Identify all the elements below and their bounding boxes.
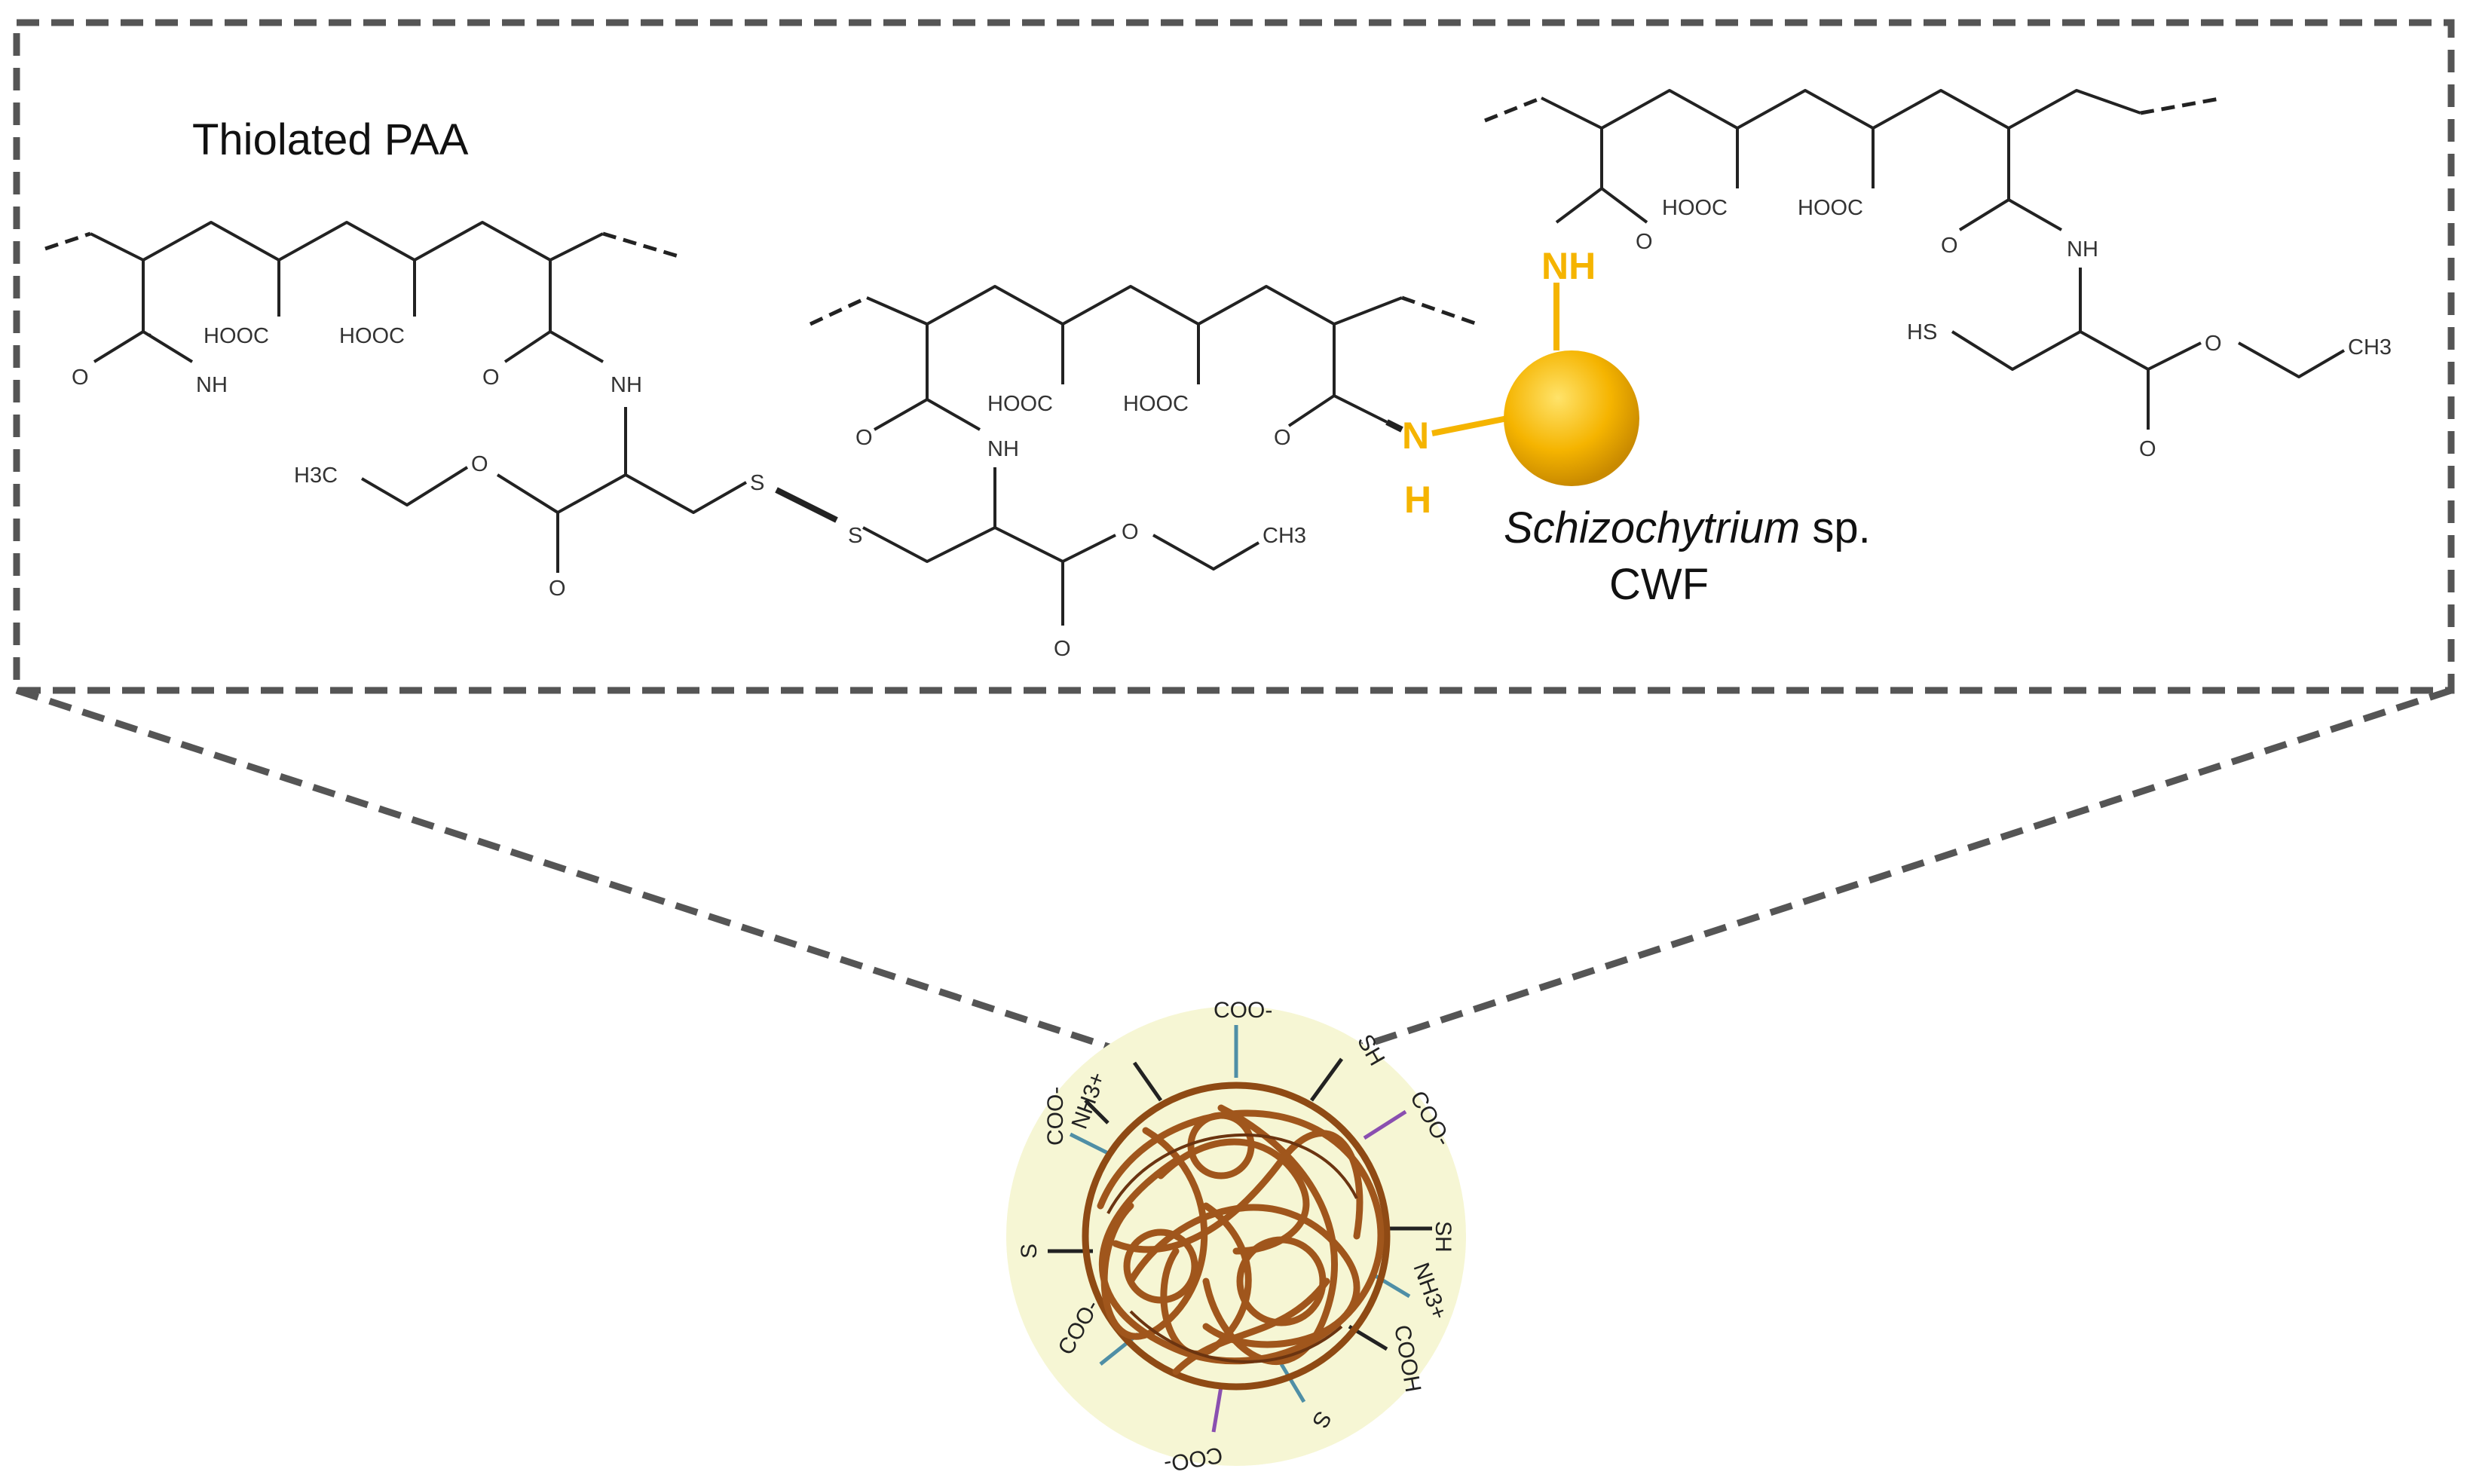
atom-hooc: HOOC xyxy=(339,324,405,348)
atom-o: O xyxy=(855,426,873,450)
atom-o: O xyxy=(72,366,89,390)
zoom-box xyxy=(13,19,2455,1055)
surface-s-left: S xyxy=(1017,1244,1042,1259)
atom-o: O xyxy=(1122,520,1139,544)
atom-o: O xyxy=(1941,234,1958,258)
structure-middle: O NH HOOC HOOC O S O O CH3 xyxy=(809,285,1478,661)
atom-nh: NH xyxy=(611,373,642,397)
zoom-line-right xyxy=(1344,687,2453,1055)
atom-nh: NH xyxy=(196,373,228,397)
atom-h3c: H3C xyxy=(294,464,338,488)
atom-hooc: HOOC xyxy=(1798,196,1863,220)
atom-hs: HS xyxy=(1907,320,1937,344)
atom-o: O xyxy=(1274,426,1291,450)
particle-label: Schizochytrium sp. xyxy=(1504,503,1871,552)
atom-h-yellow: H xyxy=(1404,479,1431,521)
atom-hooc: HOOC xyxy=(1123,392,1189,416)
atom-hooc: HOOC xyxy=(204,324,269,348)
atom-s: S xyxy=(848,524,862,548)
atom-nh-yellow: NH xyxy=(1541,245,1596,287)
atom-o: O xyxy=(2205,332,2222,356)
atom-ch3: CH3 xyxy=(1263,524,1306,548)
fiber-ball xyxy=(1082,1082,1391,1391)
atom-s: S xyxy=(750,471,764,495)
diagram-title: Thiolated PAA xyxy=(192,115,469,164)
particle-label-line2: CWF xyxy=(1609,560,1709,609)
cwf-particle xyxy=(1504,350,1639,486)
nanoparticle: COO- SH COO- NH3+ COO- S SH NH3+ COOH CO… xyxy=(1006,998,1466,1476)
atom-hooc: HOOC xyxy=(1662,196,1728,220)
atom-o: O xyxy=(471,452,488,476)
atom-ch3: CH3 xyxy=(2348,335,2392,360)
surface-coo-left: COO- xyxy=(1043,1087,1068,1146)
zoom-line-left xyxy=(15,687,1125,1055)
atom-hooc: HOOC xyxy=(987,392,1053,416)
atom-n-yellow: N xyxy=(1402,415,1429,457)
atom-o: O xyxy=(2139,437,2156,461)
surface-coo-top: COO- xyxy=(1214,998,1272,1023)
atom-o: O xyxy=(482,366,500,390)
structure-right: O HOOC HOOC O NH HS O O CH3 xyxy=(1484,89,2392,461)
structure-left: O NH HOOC HOOC O NH O O H3C S xyxy=(44,221,764,601)
atom-o: O xyxy=(549,577,566,601)
atom-o: O xyxy=(1054,637,1071,661)
disulfide-bond xyxy=(775,487,838,523)
atom-nh: NH xyxy=(2067,237,2098,262)
atom-o: O xyxy=(1636,230,1653,254)
surface-sh-right: SH xyxy=(1431,1221,1455,1253)
atom-nh: NH xyxy=(987,437,1019,461)
